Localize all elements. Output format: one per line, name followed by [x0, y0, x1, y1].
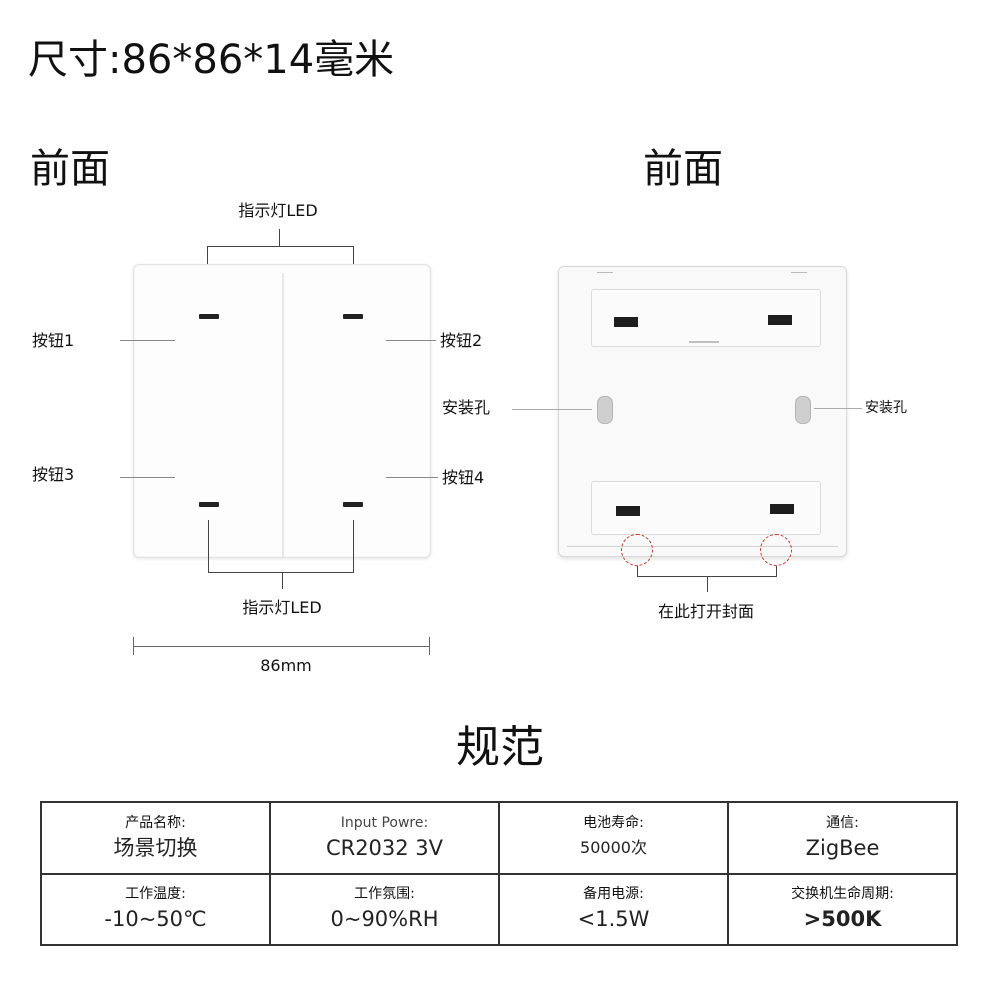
- spec-label: 电池寿命:: [583, 814, 644, 831]
- button-2-label: 按钮2: [440, 331, 483, 350]
- mounting-hole-left: [597, 396, 613, 424]
- width-dimension-right-tick: [429, 637, 430, 655]
- indicator-top-bracket: [207, 246, 354, 247]
- dimensions-title: 尺寸:86*86*14毫米: [28, 37, 395, 83]
- width-dimension-label: 86mm: [260, 656, 312, 675]
- spec-label: 工作温度:: [125, 886, 186, 903]
- spec-value: >500K: [803, 907, 882, 932]
- indicator-bottom-leader: [282, 572, 283, 589]
- back-notch-left: [597, 272, 613, 273]
- button-4-leader: [386, 477, 438, 478]
- open-point-left-leg: [637, 566, 638, 576]
- indicator-top-leader: [279, 229, 280, 246]
- spec-cell-input-power: Input Powre: CR2032 3V: [269, 801, 500, 875]
- button-2-leader: [386, 340, 436, 341]
- spec-label: 备用电源:: [583, 886, 644, 903]
- open-cover-label: 在此打开封面: [657, 602, 755, 621]
- back-notch-right: [791, 272, 807, 273]
- indicator-bottom-left-leg: [208, 520, 209, 572]
- bottom-left-clip: [616, 506, 640, 516]
- indicator-bottom-bracket: [208, 572, 354, 573]
- top-right-clip: [768, 315, 792, 325]
- open-point-left-marker: [621, 534, 653, 566]
- top-left-clip: [614, 317, 638, 327]
- back-view-heading: 前面: [643, 146, 723, 192]
- spec-label: 工作氛围:: [354, 886, 415, 903]
- spec-value: 场景切换: [113, 835, 198, 860]
- button-4-label: 按钮4: [442, 468, 485, 487]
- spec-value: CR2032 3V: [325, 835, 444, 860]
- button-1-label: 按钮1: [32, 331, 75, 350]
- led-indicator-3: [199, 502, 219, 507]
- back-center-tab: [689, 341, 719, 343]
- mount-hole-right-leader: [814, 408, 862, 409]
- width-dimension-left-tick: [133, 637, 134, 655]
- open-point-leader: [707, 576, 708, 592]
- button-3-label: 按钮3: [32, 465, 75, 484]
- spec-cell-operating-temperature: 工作温度: -10~50℃: [40, 872, 271, 946]
- spec-cell-battery-life: 电池寿命: 50000次: [498, 801, 729, 875]
- mount-hole-right-label: 安装孔: [865, 400, 907, 416]
- spec-row-1: 产品名称: 场景切换 Input Powre: CR2032 3V 电池寿命: …: [40, 801, 958, 875]
- spec-label: Input Powre:: [340, 814, 429, 831]
- spec-label: 产品名称:: [125, 814, 186, 831]
- spec-table: 产品名称: 场景切换 Input Powre: CR2032 3V 电池寿命: …: [40, 801, 958, 946]
- spec-cell-operating-humidity: 工作氛围: 0~90%RH: [269, 872, 500, 946]
- back-switch-panel: [558, 266, 847, 557]
- led-indicator-1: [199, 314, 219, 319]
- front-view-heading: 前面: [30, 146, 110, 192]
- spec-value: 0~90%RH: [330, 907, 439, 932]
- spec-label: 通信:: [826, 814, 859, 831]
- panel-center-seam: [282, 273, 284, 559]
- spec-value: <1.5W: [577, 907, 650, 932]
- indicator-led-bottom-label: 指示灯LED: [242, 598, 322, 617]
- front-switch-panel: [133, 264, 431, 559]
- spec-value: 50000次: [580, 837, 647, 857]
- spec-title: 规范: [456, 722, 544, 773]
- bottom-right-clip: [770, 504, 794, 514]
- button-1-leader: [120, 340, 175, 341]
- back-bottom-edge: [567, 546, 838, 547]
- spec-value: -10~50℃: [104, 907, 207, 932]
- indicator-led-top-label: 指示灯LED: [238, 201, 318, 220]
- spec-cell-product-name: 产品名称: 场景切换: [40, 801, 271, 875]
- spec-cell-communication: 通信: ZigBee: [727, 801, 958, 875]
- spec-value: ZigBee: [805, 835, 880, 860]
- spec-label: 交换机生命周期:: [791, 886, 894, 903]
- mount-hole-left-label: 安装孔: [441, 398, 490, 417]
- width-dimension-line: [133, 646, 430, 647]
- back-top-recess: [591, 289, 821, 347]
- spec-cell-switch-lifecycle: 交换机生命周期: >500K: [727, 872, 958, 946]
- spec-cell-standby-power: 备用电源: <1.5W: [498, 872, 729, 946]
- back-bottom-recess: [591, 481, 821, 535]
- open-point-right-leg: [776, 566, 777, 576]
- mount-hole-left-leader: [512, 409, 592, 410]
- button-3-leader: [120, 477, 175, 478]
- mounting-hole-right: [795, 396, 811, 424]
- led-indicator-2: [343, 314, 363, 319]
- indicator-bottom-right-leg: [353, 520, 354, 572]
- led-indicator-4: [343, 502, 363, 507]
- open-point-right-marker: [760, 534, 792, 566]
- spec-row-2: 工作温度: -10~50℃ 工作氛围: 0~90%RH 备用电源: <1.5W …: [40, 872, 958, 946]
